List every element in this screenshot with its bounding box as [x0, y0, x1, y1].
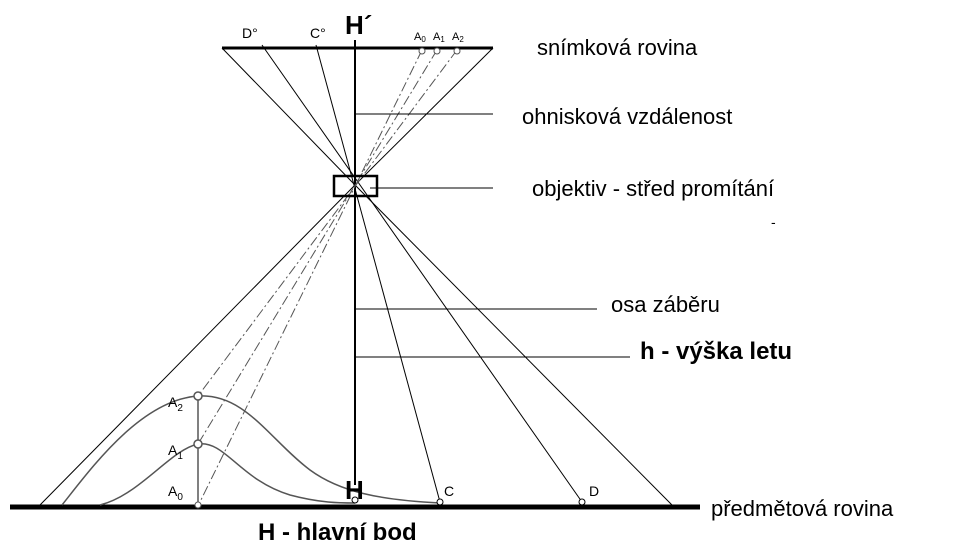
label-stray-dot: -	[771, 214, 776, 230]
label-D: D	[589, 483, 599, 499]
label-flight-height: h - výška letu	[640, 338, 792, 365]
label-A1: A1	[168, 442, 183, 462]
point-H-marker	[351, 496, 359, 504]
label-H-prime: H´	[345, 10, 372, 40]
label-image-plane: snímková rovina	[537, 35, 698, 60]
point-C-marker	[436, 498, 444, 506]
label-D-img: D°	[242, 25, 258, 41]
label-focal-length: ohnisková vzdálenost	[522, 104, 732, 129]
ray-D	[261, 44, 583, 503]
cone-edge-bottom-left	[39, 184, 356, 506]
point-A1-marker	[193, 439, 203, 449]
point-D-marker	[578, 498, 586, 506]
point-A1-img-marker	[433, 47, 441, 55]
point-A2-marker	[193, 391, 203, 401]
ray-A2	[197, 49, 458, 397]
label-A1-img: A1	[433, 31, 445, 44]
label-lens: objektiv - střed promítání	[532, 176, 774, 201]
terrain-curve-outer	[61, 395, 441, 506]
terrain-curve-inner	[99, 443, 356, 506]
label-principal-point: H - hlavní bod	[258, 519, 417, 546]
lens-box	[332, 174, 379, 198]
label-C: C	[444, 483, 454, 499]
point-A0-marker	[194, 501, 202, 509]
ray-A1	[197, 49, 438, 445]
point-A2-img-marker	[453, 47, 461, 55]
label-H: H	[345, 475, 364, 505]
cone-edge-bottom-right	[354, 184, 673, 506]
cone-edge-top-left	[221, 47, 356, 186]
label-axis: osa záběru	[611, 292, 720, 317]
cone-edge-top-right	[354, 47, 494, 186]
ray-A0	[197, 49, 423, 507]
point-A0-img-marker	[418, 47, 426, 55]
label-A0-img: A0	[414, 31, 426, 44]
label-C-img: C°	[310, 25, 326, 41]
label-object-plane: předmětová rovina	[711, 496, 894, 521]
label-A2: A2	[168, 394, 183, 414]
ray-C	[315, 44, 441, 503]
label-A2-img: A2	[452, 31, 464, 44]
label-A0: A0	[168, 483, 183, 503]
